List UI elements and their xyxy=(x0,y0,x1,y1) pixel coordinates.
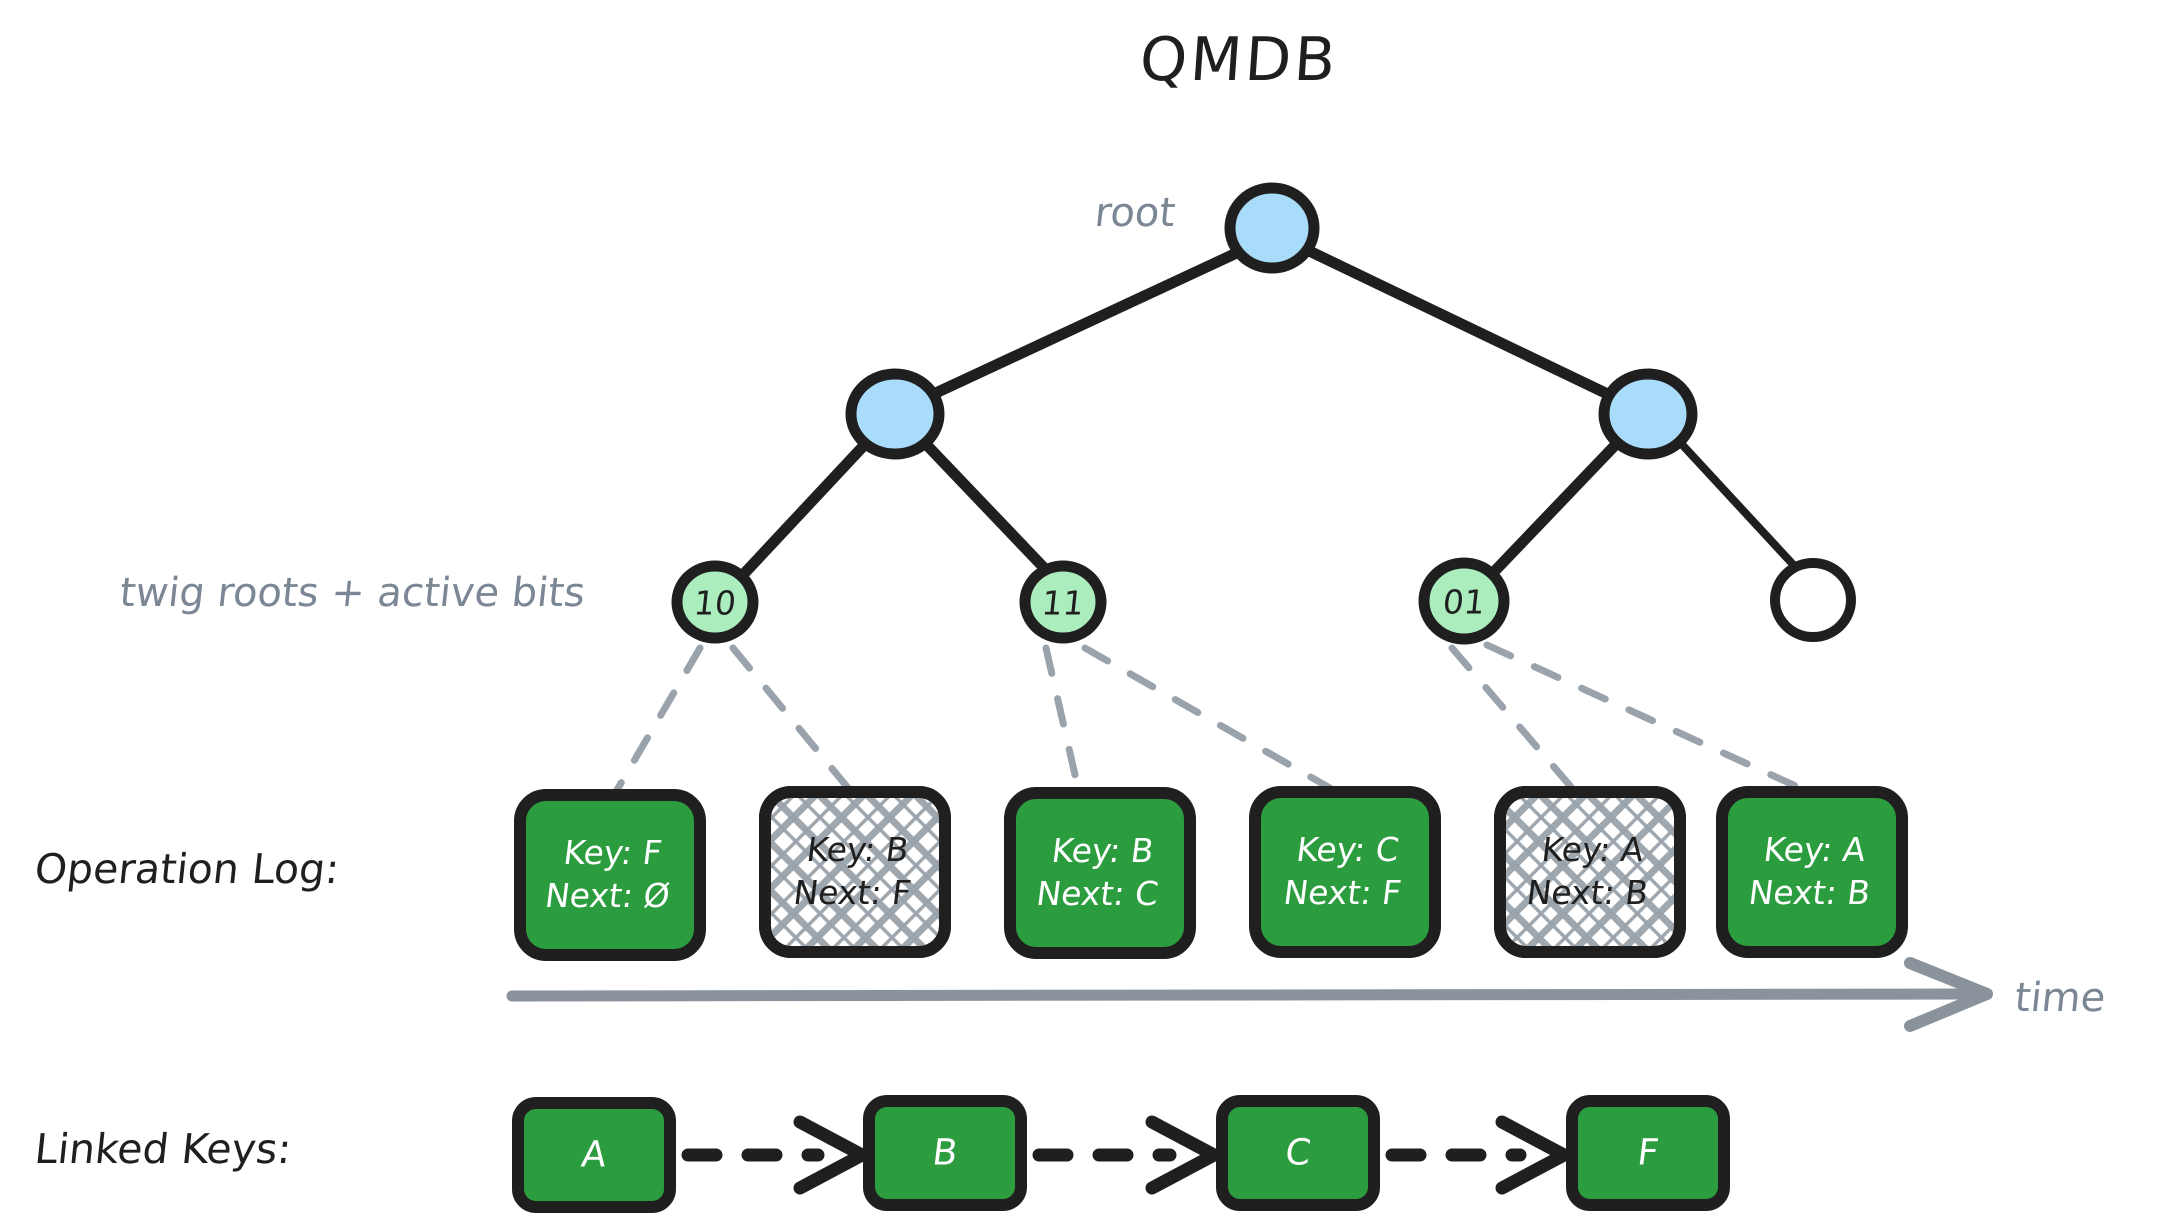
record-text-1: Key: F Next: Ø xyxy=(542,832,677,918)
twig-node-label-01: 01 xyxy=(1440,582,1488,622)
record-text-4: Key: C Next: F xyxy=(1281,829,1409,915)
record-key-1: Key: F xyxy=(561,833,665,873)
linked-key-label-B: B xyxy=(930,1132,960,1174)
root-label: root xyxy=(1092,190,1178,236)
linked-key-box-A[interactable] xyxy=(512,1097,676,1213)
record-box-5-outline xyxy=(1494,786,1686,958)
record-next-6: Next: B xyxy=(1746,873,1873,912)
record-box-4[interactable] xyxy=(1249,786,1441,958)
record-box-1[interactable] xyxy=(514,789,706,961)
record-text-3: Key: B Next: C xyxy=(1034,830,1166,916)
linked-keys-boxes xyxy=(512,1095,1730,1213)
linked-key-box-B[interactable] xyxy=(863,1095,1027,1211)
linked-keys-arrows xyxy=(681,1115,1571,1195)
time-axis-arrowhead xyxy=(1904,957,1993,1032)
record-next-4: Next: F xyxy=(1281,873,1404,912)
twig-node-label-10: 10 xyxy=(691,583,739,623)
record-box-2-outline xyxy=(759,786,951,958)
record-key-6: Key: A xyxy=(1761,830,1868,870)
record-box-5-hatch-b xyxy=(1500,792,1680,952)
record-next-5: Next: B xyxy=(1524,873,1651,912)
twig-record-links xyxy=(613,641,1804,794)
twig-node-label-11: 11 xyxy=(1039,583,1087,623)
record-box-6[interactable] xyxy=(1716,786,1908,958)
operation-log-label: Operation Log: xyxy=(32,845,342,893)
time-axis-line xyxy=(506,988,1981,1002)
linked-key-label-A: A xyxy=(579,1134,609,1176)
record-next-1: Next: Ø xyxy=(542,876,673,915)
linked-key-box-C[interactable] xyxy=(1216,1095,1380,1211)
record-key-2: Key: B xyxy=(804,830,911,870)
time-axis xyxy=(506,957,1993,1032)
record-box-2-hatch-b xyxy=(765,792,945,952)
record-text-2: Key: B Next: F xyxy=(791,829,919,915)
record-next-2: Next: F xyxy=(791,873,914,912)
record-box-3[interactable] xyxy=(1004,787,1196,959)
twig-node-10[interactable] xyxy=(671,560,759,644)
linked-key-label-C: C xyxy=(1282,1132,1314,1174)
internal-node-left[interactable] xyxy=(845,368,945,460)
operation-log-boxes xyxy=(514,786,1908,961)
twig-node-11[interactable] xyxy=(1019,560,1107,644)
record-next-3: Next: C xyxy=(1034,874,1161,913)
record-key-4: Key: C xyxy=(1294,830,1402,870)
page-title: QMDB xyxy=(1137,25,1341,95)
record-text-6: Key: A Next: B xyxy=(1746,829,1878,915)
record-key-3: Key: B xyxy=(1049,831,1156,871)
record-text-5: Key: A Next: B xyxy=(1524,829,1656,915)
twig-node-01[interactable] xyxy=(1418,557,1510,645)
root-node[interactable] xyxy=(1224,182,1320,274)
linked-key-box-F[interactable] xyxy=(1566,1095,1730,1211)
record-key-5: Key: A xyxy=(1539,830,1646,870)
tree-edges xyxy=(734,242,1804,584)
tree-nodes xyxy=(671,182,1856,645)
twig-roots-label: twig roots + active bits xyxy=(117,570,588,616)
time-label: time xyxy=(2012,975,2108,1021)
internal-node-right[interactable] xyxy=(1598,368,1698,460)
linked-keys-label: Linked Keys: xyxy=(32,1125,294,1173)
twig-node-empty[interactable] xyxy=(1770,558,1856,642)
